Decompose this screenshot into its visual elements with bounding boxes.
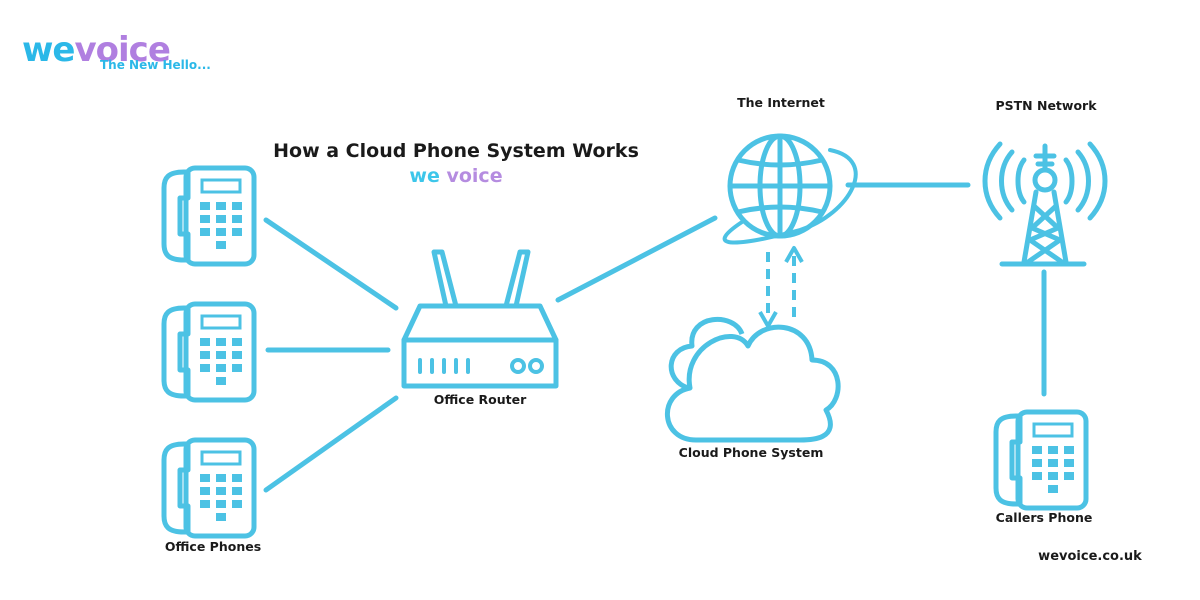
diagram-title: How a Cloud Phone System Works [273,140,639,162]
connection-lines [263,182,1047,493]
label-office-phones: Office Phones [164,539,262,554]
line-phone3-router [263,395,399,493]
subtitle-we: we [409,165,440,187]
office-phone-icon-3 [164,440,254,536]
label-pstn-network: PSTN Network [995,98,1097,113]
router-icon [401,249,559,389]
diagram-subtitle: we voice [409,165,502,187]
cloud-icon [664,316,841,443]
label-cloud-phone-system: Cloud Phone System [678,445,824,460]
arrow-up-head [784,246,804,263]
logo-voice: voice [74,30,170,70]
label-internet: The Internet [737,95,825,110]
arrow-down-head [758,311,778,328]
logo-we: we [22,30,75,70]
line-phone1-router [263,217,399,311]
office-phone-icon-2 [164,304,254,400]
tower-icon [982,141,1108,267]
globe-icon [722,133,858,245]
dashed-arrows [758,246,804,328]
logo-wordmark: wevoice [22,30,171,70]
logo-tagline: The New Hello... [100,58,211,72]
label-callers-phone: Callers Phone [995,510,1093,525]
office-phone-icon-1 [164,168,254,264]
subtitle-voice: voice [446,165,503,187]
wevoice-logo: wevoice The New Hello... [20,18,220,78]
label-office-router: Office Router [433,392,527,407]
line-router-internet [555,215,718,303]
callers-phone-icon [996,412,1086,508]
website-url: wevoice.co.uk [1038,549,1142,564]
